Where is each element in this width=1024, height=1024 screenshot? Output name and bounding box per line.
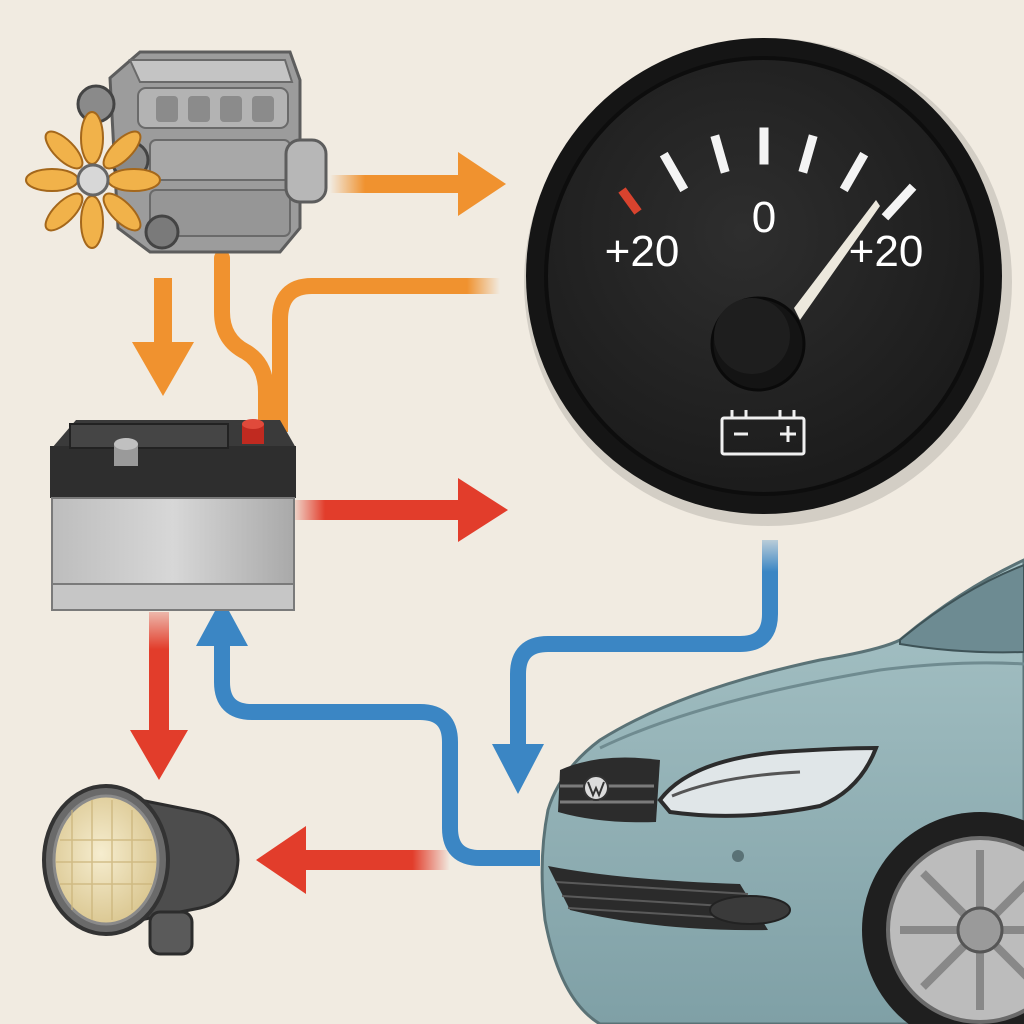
flow-engine-to-battery-wire	[214, 250, 274, 438]
flow-engine-to-battery-arrow	[132, 278, 194, 396]
gauge-red-tick	[618, 187, 642, 215]
flow-gauge-to-car	[492, 540, 778, 794]
car-front-icon	[540, 558, 1024, 1024]
battery-voltage-gauge: +20 0 +20	[524, 38, 1012, 526]
engine-with-fan-icon	[25, 50, 328, 254]
flow-battery-to-gauge-wire	[272, 278, 500, 432]
flow-car-to-battery	[196, 598, 540, 866]
gauge-label-center: 0	[752, 193, 776, 242]
gauge-label-left: +20	[605, 227, 680, 276]
flow-engine-to-gauge	[330, 152, 506, 216]
gauge-needle	[794, 200, 880, 320]
flow-car-to-headlight	[256, 826, 450, 894]
battery-icon	[720, 410, 806, 456]
headlight-icon	[42, 784, 240, 956]
car-battery-icon	[50, 419, 296, 611]
flow-arrows	[130, 152, 778, 894]
flow-battery-to-gauge-red	[290, 478, 508, 542]
flow-battery-to-headlight	[130, 612, 188, 780]
gauge-ticks	[659, 127, 917, 221]
gauge-label-right: +20	[849, 227, 924, 276]
